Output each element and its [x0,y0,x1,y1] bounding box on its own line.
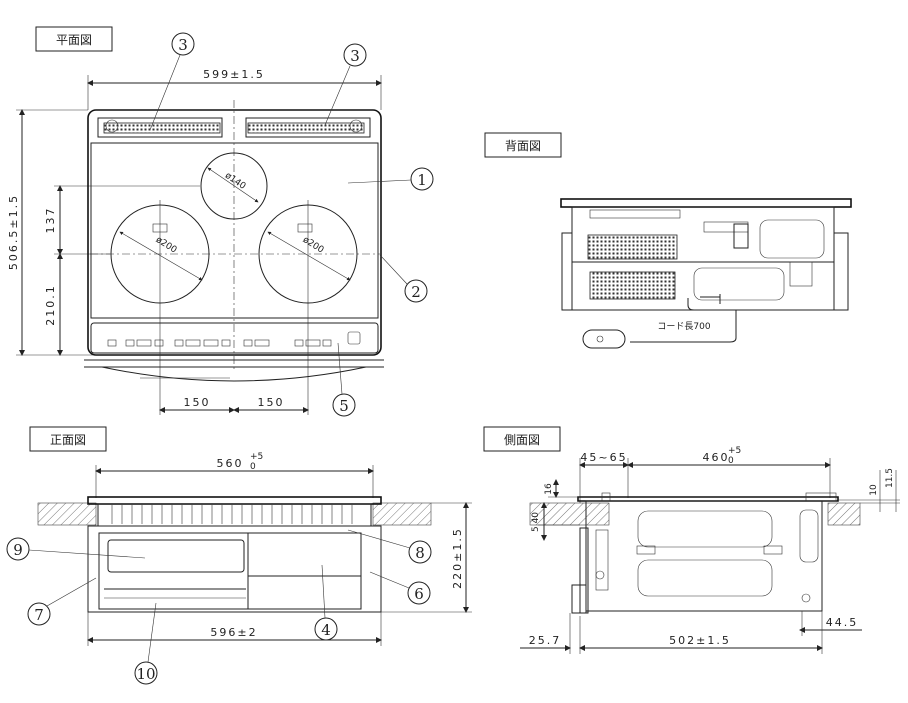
side-460-label: 460 [703,451,730,464]
side-445-label: 44.5 [826,616,859,629]
back-view: 背面図 コード長700 [484,132,852,349]
side-body [585,500,823,612]
side-460-tol-hi: +5 [728,446,741,456]
front-560-tol-hi: +5 [250,452,263,462]
back-view-title: 背面図 [505,139,541,153]
callout-7: 7 [34,606,44,624]
front-body [87,525,382,613]
callout-6: 6 [414,585,424,603]
burner-small [200,152,268,220]
front-220-label: 220±1.5 [451,527,464,589]
plan-width-label: 599±1.5 [203,68,265,81]
callout-10: 10 [136,665,155,683]
front-edge-curve [101,366,367,382]
grill-drawer [98,532,249,610]
side-460-tol-lo: 0 [728,456,734,466]
back-grille-lower [589,271,676,300]
front-view: 正面図 560 +5 0 596±2 [6,426,472,685]
side-502-label: 502±1.5 [669,634,731,647]
cabinet-panel [247,532,362,610]
power-plug [582,329,626,349]
callout-3b: 3 [350,47,360,65]
front-560-tol-lo: 0 [250,462,256,472]
plan-depth-label: 506.5±1.5 [7,194,20,270]
side-540-label: 5 40 [531,512,541,532]
callout-9: 9 [13,541,23,559]
burner-left [110,204,210,304]
plan-150b-label: 150 [258,396,285,409]
side-counter-right [827,502,861,526]
side-16-label: 16 [544,483,554,495]
top-glass-outline [90,142,379,319]
counter-right [372,502,432,526]
plan-150a-label: 150 [184,396,211,409]
callout-3a: 3 [178,36,188,54]
callout-4: 4 [321,621,331,639]
front-596-label: 596±2 [210,626,257,639]
cord-length-label: コード長700 [657,321,710,332]
callout-2: 2 [411,283,421,301]
side-257-label: 25.7 [529,634,562,647]
plan-view-title: 平面図 [56,33,92,47]
side-top-plate [577,496,839,502]
plan-137-label: 137 [44,207,57,234]
plan-210-label: 210.1 [44,284,57,326]
plan-view-label-box [35,26,113,52]
front-fins [111,505,353,524]
front-560-label: 560 [217,457,244,470]
back-grille-upper [587,234,678,260]
dia-200-left-label: ø200 [154,235,179,256]
side-4565-label: 45~65 [580,451,627,464]
side-10-label: 10 [869,484,879,496]
plan-body-outline [87,109,382,356]
power-cord [630,298,737,343]
side-115-label: 11.5 [885,468,895,488]
side-counter-left [529,502,610,526]
burner-right [258,204,358,304]
callout-8: 8 [415,544,425,562]
exhaust-grille-left [103,122,221,134]
grill-window [107,539,245,573]
counter-left [37,502,97,526]
plan-view: 平面図 599±1.5 506.5±1.5 137 210.1 [7,26,434,417]
dia-200-right-label: ø200 [301,235,326,256]
callout-1: 1 [417,171,427,189]
side-view-title: 側面図 [504,433,540,447]
front-top-plate [87,496,382,505]
front-view-title: 正面図 [50,433,86,447]
exhaust-grille-right [247,122,365,134]
side-view: 側面図 45~65 460 +5 0 16 5 40 [483,426,900,654]
dia-140-label: ø140 [223,171,248,192]
callout-5: 5 [339,397,349,415]
control-panel [90,322,379,354]
back-top-plate [560,198,852,208]
